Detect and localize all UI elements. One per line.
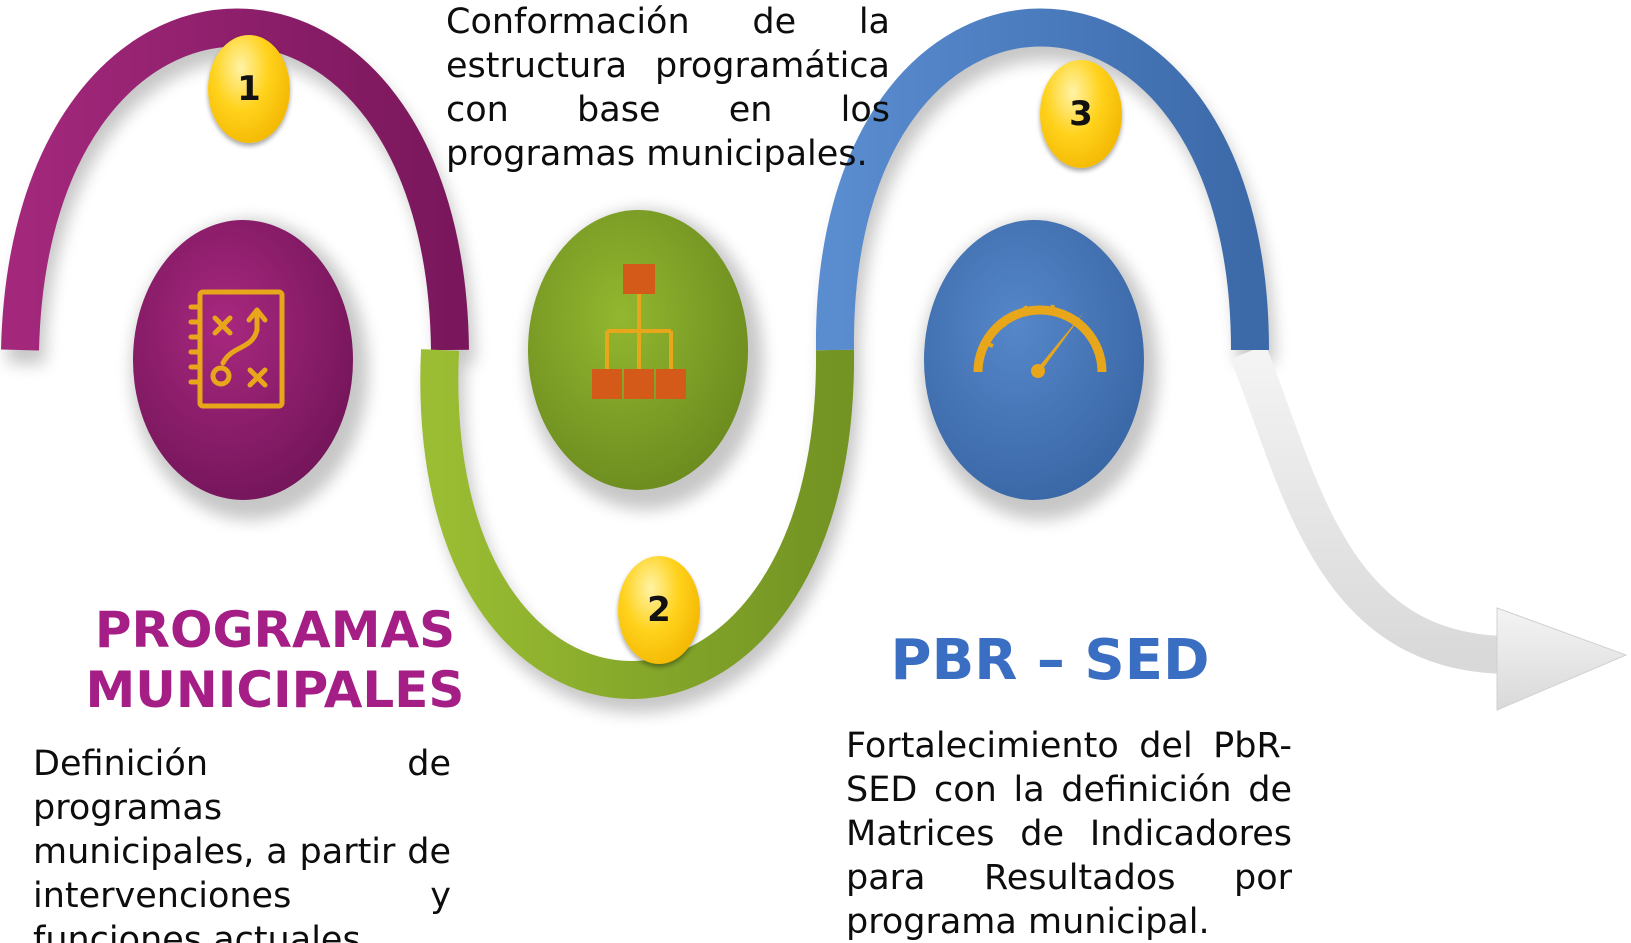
hierarchy-structure-icon <box>592 264 686 399</box>
continuation-arrow <box>1230 344 1628 711</box>
speedometer-gauge-icon <box>973 304 1107 378</box>
step-3-arch <box>815 8 1269 351</box>
step-1-disc <box>133 220 353 500</box>
step-1-description: Definición de programas municipales, a p… <box>33 744 451 943</box>
step-3-number-badge: 3 <box>1040 60 1122 168</box>
step-2-arch <box>420 349 855 699</box>
step-3-disc <box>924 220 1144 500</box>
step-1-arch <box>1 8 469 351</box>
strategy-plan-icon <box>188 289 285 409</box>
step-2-number-badge: 2 <box>618 556 700 664</box>
step-2-description: Conformación de la estructura programáti… <box>446 2 890 174</box>
step-3-heading: PBR – SED <box>890 628 1210 693</box>
step-1-number-badge: 1 <box>208 35 290 143</box>
step-3-description: Fortalecimiento del PbR-SED con la defin… <box>846 726 1292 942</box>
step-1-heading: PROGRAMAS MUNICIPALES <box>85 601 465 719</box>
